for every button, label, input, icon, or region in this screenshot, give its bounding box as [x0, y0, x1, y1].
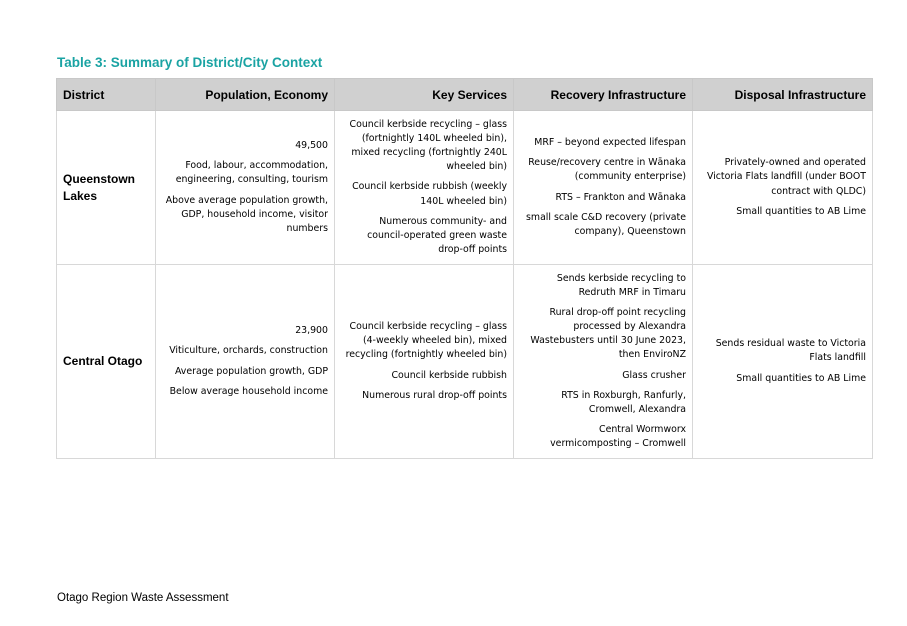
service-item: Council kerbside rubbish — [391, 369, 508, 381]
header-recovery: Recovery Infrastructure — [513, 78, 693, 111]
disposal-item: Small quantities to AB Lime — [736, 205, 866, 217]
district-name-cont: Lakes — [63, 188, 98, 203]
growth-text: Average population growth, GDP — [174, 365, 328, 377]
income-text: Below average household income — [169, 385, 328, 397]
population-cell: 49,500 Food, labour, accommodation, engi… — [155, 110, 335, 265]
district-cell: Queenstown Lakes — [56, 110, 156, 265]
population-cell: 23,900 Viticulture, orchards, constructi… — [155, 264, 335, 459]
district-context-table: District Population, Economy Key Service… — [56, 78, 873, 459]
recovery-item: MRF – beyond expected lifespan — [534, 137, 686, 149]
recovery-item: Rural drop-off point recycling processed… — [530, 307, 686, 361]
table-row: Central Otago 23,900 Viticulture, orchar… — [56, 264, 873, 459]
economy-text: Food, labour, accommodation, engineering… — [175, 160, 328, 186]
economy-text: Viticulture, orchards, construction — [169, 345, 328, 357]
services-cell: Council kerbside recycling – glass (4-we… — [334, 264, 514, 459]
district-name: Queenstown — [63, 171, 136, 186]
header-services: Key Services — [334, 78, 514, 111]
table-row: Queenstown Lakes 49,500 Food, labour, ac… — [56, 110, 873, 265]
service-item: Numerous community- and council-operated… — [367, 215, 507, 255]
disposal-item: Small quantities to AB Lime — [736, 372, 866, 384]
district-cell: Central Otago — [56, 264, 156, 459]
population-value: 49,500 — [295, 140, 328, 152]
population-value: 23,900 — [295, 325, 328, 337]
service-item: Council kerbside recycling – glass (4-we… — [345, 321, 507, 361]
service-item: Council kerbside recycling – glass (fort… — [349, 119, 507, 173]
disposal-cell: Sends residual waste to Victoria Flats l… — [692, 264, 873, 459]
disposal-cell: Privately-owned and operated Victoria Fl… — [692, 110, 873, 265]
recovery-item: Glass crusher — [622, 369, 686, 381]
recovery-item: RTS – Frankton and Wānaka — [555, 191, 687, 203]
header-population: Population, Economy — [155, 78, 335, 111]
services-cell: Council kerbside recycling – glass (fort… — [334, 110, 514, 265]
district-name: Central Otago — [63, 354, 143, 369]
recovery-item: Central Wormworx vermicomposting – Cromw… — [550, 423, 686, 449]
recovery-item: RTS in Roxburgh, Ranfurly, Cromwell, Ale… — [561, 389, 686, 415]
recovery-cell: Sends kerbside recycling to Redruth MRF … — [513, 264, 693, 459]
disposal-item: Sends residual waste to Victoria Flats l… — [715, 338, 866, 364]
header-disposal: Disposal Infrastructure — [692, 78, 873, 111]
table-caption: Table 3: Summary of District/City Contex… — [57, 55, 323, 70]
page-footer: Otago Region Waste Assessment — [57, 592, 229, 604]
growth-text: Above average population growth, GDP, ho… — [165, 194, 328, 234]
table-header-row: District Population, Economy Key Service… — [56, 78, 873, 111]
recovery-item: small scale C&D recovery (private compan… — [526, 211, 686, 237]
recovery-item: Reuse/recovery centre in Wānaka (communi… — [528, 157, 686, 183]
recovery-cell: MRF – beyond expected lifespan Reuse/rec… — [513, 110, 693, 265]
header-district: District — [56, 78, 156, 111]
recovery-item: Sends kerbside recycling to Redruth MRF … — [556, 272, 686, 298]
disposal-item: Privately-owned and operated Victoria Fl… — [706, 157, 866, 197]
service-item: Council kerbside rubbish (weekly 140L wh… — [352, 181, 507, 207]
service-item: Numerous rural drop-off points — [362, 389, 507, 401]
